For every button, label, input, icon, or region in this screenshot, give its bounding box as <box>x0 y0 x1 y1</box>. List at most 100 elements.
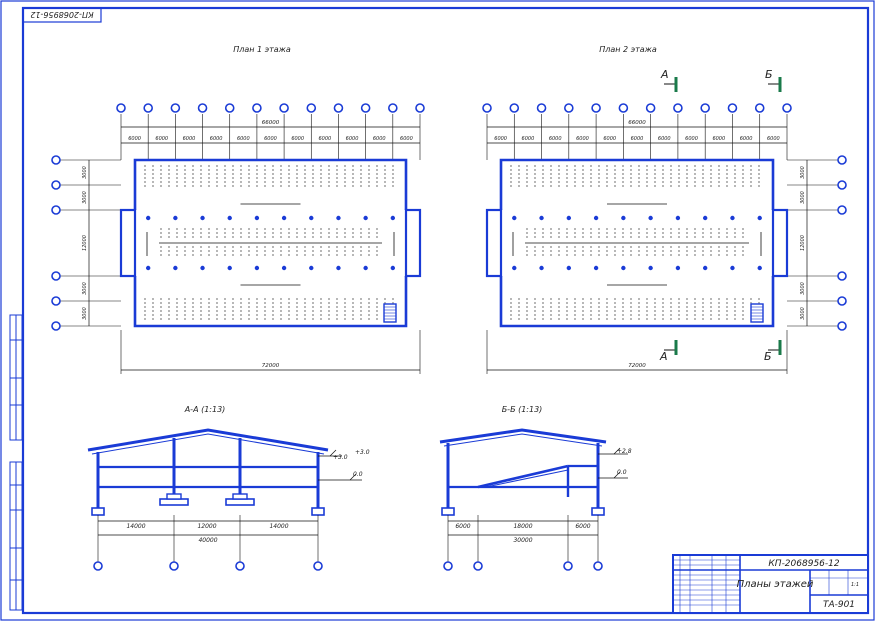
axis-bubble <box>51 180 61 190</box>
column <box>675 215 681 221</box>
side-dim: 3000 <box>800 166 806 179</box>
axis-bubble <box>837 296 847 306</box>
side-dim: 3000 <box>800 191 806 204</box>
column <box>648 265 653 271</box>
column <box>539 215 544 221</box>
top-dim: 6000 <box>685 136 698 142</box>
column <box>539 265 544 271</box>
axis-bubble <box>51 155 61 165</box>
inner-frame <box>21 6 870 615</box>
top-dim: 6000 <box>373 136 386 142</box>
top-dim: 6000 <box>346 136 359 142</box>
axis-bubble <box>593 561 603 571</box>
section-aa-elev-top-2: +3.0 <box>355 449 370 456</box>
axis-bubble <box>837 155 847 165</box>
section-aa-dim-3: 14000 <box>269 523 288 530</box>
top-dim: 6000 <box>237 136 250 142</box>
top-total-dim: 66000 <box>262 120 280 126</box>
column <box>593 215 599 221</box>
axis-bubble <box>509 103 520 113</box>
top-dim: 6000 <box>740 136 753 142</box>
column <box>621 215 626 221</box>
top-dim: 6000 <box>291 136 304 142</box>
axis-bubble <box>618 103 629 113</box>
bottom-total-dim: 72000 <box>628 363 646 369</box>
sheet-number: ТА-901 <box>823 600 855 610</box>
column <box>309 215 314 221</box>
exterior-wall <box>133 158 408 210</box>
axis-bubble <box>116 103 126 113</box>
column <box>281 265 287 271</box>
plan2-title: План 2 этажа <box>599 45 657 54</box>
column <box>363 215 368 221</box>
column <box>281 215 287 221</box>
code-stamp: КП-2068956-12 <box>22 7 102 23</box>
top-dim: 6000 <box>522 136 535 142</box>
axis-bubble <box>388 103 398 113</box>
column <box>593 265 599 271</box>
side-dim: 3000 <box>82 307 88 320</box>
top-dim: 6000 <box>210 136 223 142</box>
top-dim: 6000 <box>264 136 277 142</box>
axis-bubble <box>170 103 181 113</box>
top-dim: 6000 <box>318 136 331 142</box>
axis-bubble <box>333 103 344 113</box>
top-dim: 6000 <box>549 136 562 142</box>
axis-bubble <box>443 561 453 571</box>
axis-bubble <box>837 271 847 281</box>
axis-bubble <box>235 561 245 571</box>
column <box>173 265 178 271</box>
column <box>702 215 708 221</box>
column <box>336 265 341 271</box>
side-dim: 3000 <box>82 191 88 204</box>
top-dim: 6000 <box>183 136 196 142</box>
sheet-page: 1:1 <box>851 582 859 588</box>
section-aa-dim-2: 12000 <box>197 523 216 530</box>
axis-bubble <box>224 103 235 113</box>
column <box>145 265 151 271</box>
section-b-b: Б-Б (1:13) +2.8 0.0 6000 18000 6000 3000… <box>439 405 632 571</box>
section-aa-elev-zero: 0.0 <box>353 471 363 478</box>
column <box>512 265 517 271</box>
column <box>200 215 205 221</box>
section-markers: А Б А Б <box>659 68 782 363</box>
column <box>390 215 396 221</box>
axis-bubble <box>197 103 208 113</box>
section-aa-elev-top: +3.0 <box>333 454 348 461</box>
title-block-code: КП-2068956-12 <box>768 559 839 569</box>
axis-bubble <box>415 103 425 113</box>
top-dim: 6000 <box>576 136 589 142</box>
column <box>309 265 314 271</box>
entrance-bay <box>404 208 422 278</box>
section-marker-b-top: Б <box>765 68 773 81</box>
top-dim: 6000 <box>400 136 413 142</box>
axis-bubble <box>482 103 492 113</box>
entrance-bay <box>119 208 137 278</box>
section-bb-title: Б-Б (1:13) <box>502 405 543 414</box>
column <box>227 215 232 221</box>
top-dim: 6000 <box>658 136 671 142</box>
axis-bubble <box>564 103 574 113</box>
axis-bubble <box>169 561 179 571</box>
side-dim: 3000 <box>82 282 88 295</box>
section-aa-dim-1: 14000 <box>126 523 145 530</box>
top-total-dim: 66000 <box>628 120 646 126</box>
axis-bubble <box>782 103 792 113</box>
column <box>757 215 762 221</box>
section-aa-dim-total: 40000 <box>198 537 217 544</box>
plan1-title: План 1 этажа <box>233 45 291 54</box>
column <box>621 265 626 271</box>
column <box>254 215 260 221</box>
column <box>675 265 681 271</box>
axis-bubble <box>673 103 683 113</box>
bottom-total-dim: 72000 <box>262 363 280 369</box>
exterior-wall <box>499 276 775 328</box>
column <box>173 215 178 221</box>
column <box>512 215 517 221</box>
axis-bubble <box>837 321 847 331</box>
axis-bubble <box>143 103 153 113</box>
column <box>200 265 205 271</box>
axis-bubble <box>536 103 547 113</box>
axis-bubble <box>837 205 847 215</box>
